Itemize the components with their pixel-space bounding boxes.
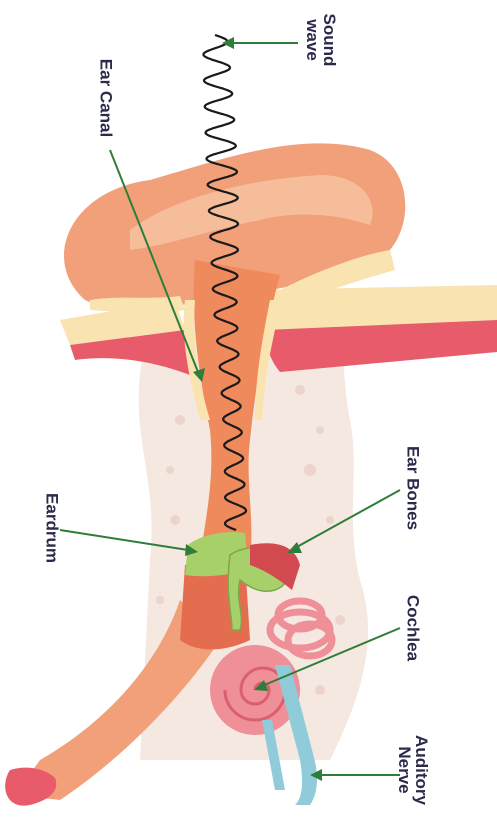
label-ear-bones-text: Ear Bones [405,446,422,530]
eustachian-tube-opening [5,768,56,806]
label-eardrum-text: Eardrum [44,493,61,563]
label-ear-canal-text: Ear Canal [98,59,115,137]
label-auditory-nerve: Auditory Nerve [396,735,430,805]
label-eardrum: Eardrum [44,493,61,563]
label-cochlea-text: Cochlea [405,595,422,661]
label-ear-bones: Ear Bones [405,446,422,530]
label-sound-wave-line2: wave [304,14,321,67]
label-sound-wave: Sound wave [304,14,338,67]
label-ear-canal: Ear Canal [98,59,115,137]
label-auditory-nerve-line2: Nerve [396,735,413,805]
label-auditory-nerve-line1: Auditory [413,735,430,805]
label-sound-wave-line1: Sound [321,14,338,67]
label-cochlea: Cochlea [405,595,422,661]
